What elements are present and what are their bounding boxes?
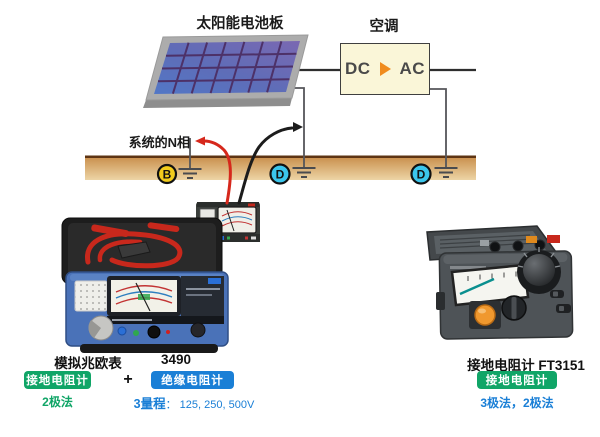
n-phase-label: 系统的N相 bbox=[128, 135, 190, 150]
inverter-ac-label: AC bbox=[399, 59, 426, 78]
earth-tester-ft3151-photo bbox=[426, 225, 574, 340]
aircon-label: 空调 bbox=[369, 19, 399, 35]
ground-marker-D2-letter: D bbox=[417, 168, 426, 182]
red-arrow-icon bbox=[195, 136, 205, 146]
analog-megohmmeter-photo bbox=[61, 217, 229, 353]
dc-to-ac-arrow-icon bbox=[379, 62, 391, 76]
plus-sign: + bbox=[123, 371, 133, 388]
ground-resistance-badge-left: 接地电阻计 bbox=[24, 371, 91, 389]
earth-symbol-D2 bbox=[434, 167, 458, 178]
two-pole-method-note: 2极法 bbox=[42, 395, 73, 409]
left-instrument-name: 模拟兆欧表 bbox=[54, 356, 122, 371]
range-note: 3量程： 125, 250, 500V bbox=[124, 393, 264, 412]
range-note-bold: 3量程 bbox=[133, 397, 166, 411]
right-instrument-name: 接地电阻计 FT3151 bbox=[467, 358, 585, 373]
inverter-dc-label: DC bbox=[344, 59, 371, 78]
ground-marker-D1-icon: D bbox=[269, 163, 291, 185]
grounding-conductors bbox=[189, 87, 447, 168]
black-arrow-icon bbox=[293, 122, 303, 132]
left-instrument-model: 3490 bbox=[160, 352, 192, 367]
insulation-resistance-badge: 绝缘电阻计 bbox=[151, 371, 234, 389]
ground-marker-D2-icon: D bbox=[410, 163, 432, 185]
ground-marker-D1-letter: D bbox=[276, 168, 285, 182]
ground-resistance-badge-right: 接地电阻计 bbox=[477, 371, 557, 389]
ground-marker-B-letter: B bbox=[163, 168, 172, 182]
earth-symbol-B bbox=[178, 168, 202, 179]
range-note-values: ： 125, 250, 500V bbox=[165, 399, 255, 411]
red-test-lead bbox=[195, 136, 232, 205]
dc-ac-inverter-box: DC AC bbox=[340, 43, 430, 95]
ground-marker-B-icon: B bbox=[156, 163, 178, 185]
solar-panel-illustration bbox=[143, 34, 309, 108]
pole-methods-note: 3极法，2极法 bbox=[480, 396, 554, 410]
black-test-lead bbox=[237, 122, 303, 205]
earth-symbol-D1 bbox=[292, 167, 316, 178]
solar-panel-label: 太阳能电池板 bbox=[196, 16, 284, 32]
